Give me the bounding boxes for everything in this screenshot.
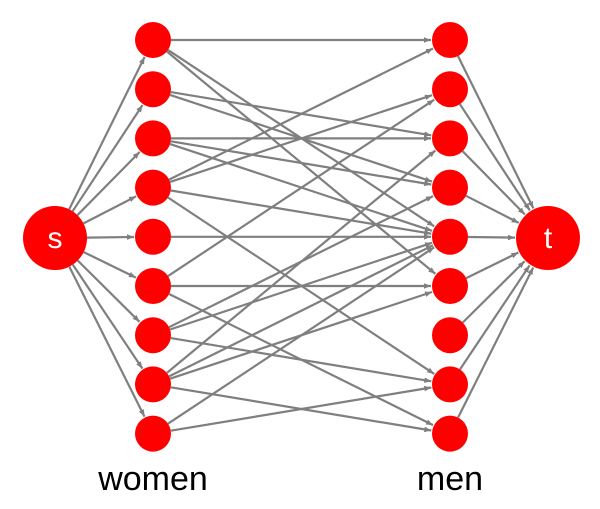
- woman-node-2: [135, 71, 171, 108]
- edge-woman-3-to-man-4: [170, 140, 432, 187]
- woman-node-6: [135, 268, 171, 304]
- edge-s-to-woman-6: [83, 251, 137, 279]
- edge-man-5-to-t: [467, 234, 516, 241]
- edge-man-6-to-t: [465, 251, 519, 280]
- edge-man-1-to-t: [457, 55, 535, 209]
- source-label: s: [48, 222, 63, 255]
- man-node-9: [432, 415, 468, 452]
- edge-woman-4-to-man-5: [170, 189, 432, 236]
- edge-s-to-woman-3: [76, 151, 141, 216]
- woman-node-3: [135, 120, 171, 157]
- edge-woman-4-to-man-2: [169, 94, 433, 183]
- man-node-6: [432, 268, 468, 304]
- edge-man-7-to-t: [462, 260, 526, 324]
- man-node-4: [432, 169, 468, 206]
- woman-node-7: [135, 317, 171, 354]
- edge-woman-9-to-man-8: [170, 385, 432, 432]
- men-label: men: [417, 460, 483, 498]
- woman-node-9: [135, 415, 171, 452]
- man-node-7: [432, 317, 468, 354]
- man-node-2: [432, 71, 468, 108]
- edges-layer: [68, 37, 535, 433]
- edge-man-4-to-t: [465, 194, 520, 224]
- edge-s-to-woman-2: [71, 104, 144, 212]
- woman-node-8: [135, 366, 171, 403]
- women-label: women: [97, 460, 208, 498]
- edge-woman-6-to-man-2: [167, 98, 435, 278]
- man-node-8: [432, 366, 468, 403]
- edge-s-to-woman-9: [68, 266, 146, 418]
- edge-woman-4-to-man-1: [168, 47, 434, 181]
- edge-woman-7-to-man-5: [169, 241, 433, 331]
- woman-node-4: [135, 169, 171, 206]
- sink-label: t: [544, 222, 553, 255]
- man-node-3: [432, 120, 468, 157]
- edge-s-to-woman-5: [86, 234, 135, 240]
- nodes-layer: [23, 22, 580, 452]
- sink-node: [516, 206, 580, 270]
- edge-s-to-woman-8: [71, 263, 144, 370]
- edge-man-3-to-t: [461, 150, 526, 216]
- man-node-5: [432, 218, 468, 255]
- source-node: [23, 206, 87, 270]
- edge-s-to-woman-1: [68, 56, 146, 210]
- man-node-1: [432, 22, 468, 58]
- edge-s-to-woman-4: [82, 195, 137, 225]
- edge-man-9-to-t: [457, 267, 535, 418]
- edge-woman-7-to-man-8: [170, 337, 432, 383]
- edge-woman-9-to-man-5: [167, 246, 435, 425]
- edge-s-to-woman-7: [76, 259, 141, 323]
- woman-node-1: [135, 22, 171, 58]
- edge-woman-8-to-man-5: [168, 244, 434, 378]
- edge-man-2-to-t: [458, 103, 531, 212]
- edge-man-8-to-t: [459, 264, 531, 371]
- edge-woman-8-to-man-3: [166, 149, 437, 374]
- woman-node-5: [135, 218, 171, 255]
